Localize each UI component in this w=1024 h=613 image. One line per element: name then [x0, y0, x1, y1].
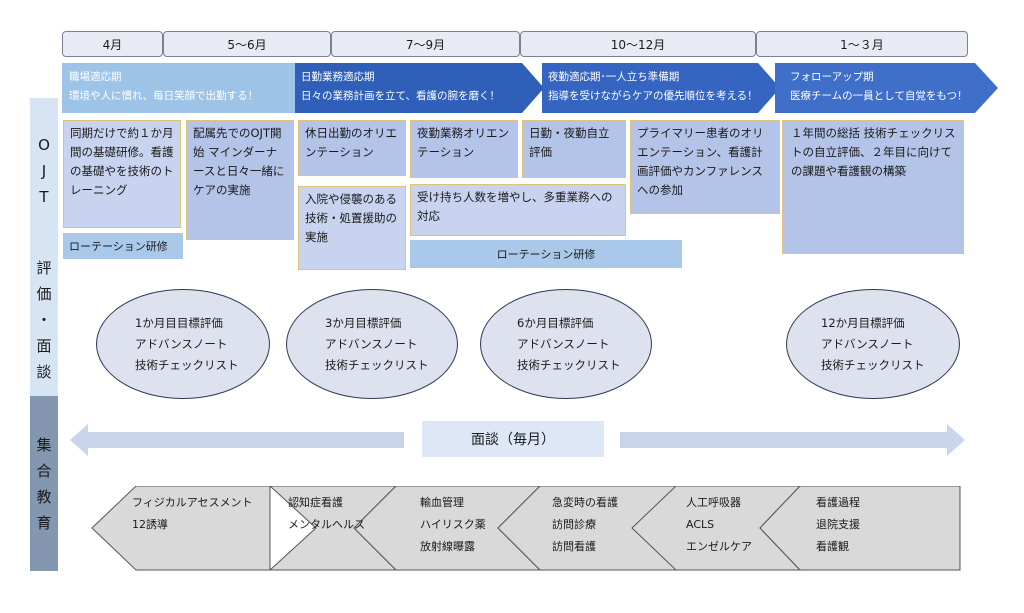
phase-2-title: 日勤業務適応期	[301, 71, 375, 83]
phase-arrow-3	[542, 63, 780, 113]
training-chevron-1	[91, 486, 271, 571]
training-group-2: 認知症看護 メンタルヘルス	[288, 492, 388, 536]
side-eval-char-3: ・	[36, 310, 52, 329]
phase-1-text: 職場適応期 環境や人に慣れ、毎日笑顔で出勤する！	[69, 68, 299, 106]
eval-3-title: 6か月目標評価	[517, 315, 594, 330]
eval-2-line2: アドバンスノート	[325, 336, 418, 351]
ojt-box-holiday-orientation: 休日出勤のオリエンテーション	[298, 120, 406, 176]
phase-3-text: 夜勤適応期･一人立ち準備期 指導を受けながらケアの優先順位を考える！	[548, 68, 778, 106]
training-item: 看護過程	[816, 496, 860, 509]
side-group-char-3: 教	[36, 487, 52, 506]
ojt-box-multiple-tasks: 受け持ち人数を増やし、多重業務への対応	[410, 184, 626, 236]
phase-arrow-2	[295, 63, 544, 113]
training-group-5: 人工呼吸器 ACLS エンゼルケア	[686, 492, 786, 558]
training-item: ACLS	[686, 518, 715, 531]
side-eval-char-4: 面	[36, 336, 52, 355]
phase-4-title: フォローアップ期	[790, 71, 874, 83]
eval-1-title: 1か月目目標評価	[135, 315, 223, 330]
training-group-1: フィジカルアセスメント 12誘導	[132, 492, 272, 536]
evaluation-ellipse-1-month: 1か月目目標評価 アドバンスノート 技術チェックリスト	[96, 289, 270, 399]
eval-4-line2: アドバンスノート	[821, 336, 914, 351]
rotation-training-bar-1: ローテーション研修	[63, 233, 183, 259]
phase-4-desc: 医療チームの一員として自覚をもつ！	[790, 90, 968, 102]
eval-3-line3: 技術チェックリスト	[517, 357, 621, 372]
side-group-char-2: 合	[36, 461, 52, 480]
ojt-box-night-orientation: 夜勤業務オリエンテーション	[410, 120, 518, 178]
training-item: フィジカルアセスメント	[132, 496, 253, 509]
side-eval-char-5: 談	[36, 362, 52, 381]
training-item: 12誘導	[132, 518, 168, 531]
side-ojt-char-2: J	[41, 161, 47, 180]
side-label-group-training: 集 合 教 育	[30, 396, 58, 571]
training-chevron-band	[91, 486, 961, 571]
month-header-jul-sep: 7～9月	[331, 31, 520, 57]
phase-arrow-4	[775, 63, 998, 113]
phase-1-desc: 環境や人に慣れ、毎日笑顔で出勤する！	[69, 90, 259, 102]
side-label-evaluation: 評 価 ・ 面 談	[30, 243, 58, 396]
phase-4-text: フォローアップ期 医療チームの一員として自覚をもつ！	[790, 68, 990, 106]
training-item: エンゼルケア	[686, 540, 752, 553]
interview-double-arrow	[70, 424, 965, 456]
training-item: 放射線曝露	[420, 540, 475, 553]
ojt-box-basic-training: 同期だけで約１か月間の基礎研修。看護の基礎やを技術のトレーニング	[63, 120, 181, 228]
training-item: 訪問診療	[552, 518, 596, 531]
interview-label: 面談（毎月）	[422, 421, 604, 457]
training-item: 人工呼吸器	[686, 496, 741, 509]
eval-1-line3: 技術チェックリスト	[135, 357, 239, 372]
eval-2-title: 3か月目標評価	[325, 315, 402, 330]
phase-1-title: 職場適応期	[69, 71, 122, 83]
training-group-4: 急変時の看護 訪問診療 訪問看護	[552, 492, 662, 558]
rotation-training-bar-2: ローテーション研修	[410, 240, 682, 268]
training-group-6: 看護過程 退院支援 看護観	[816, 492, 926, 558]
training-item: 認知症看護	[288, 496, 343, 509]
phase-3-title: 夜勤適応期･一人立ち準備期	[548, 71, 680, 83]
training-item: 看護観	[816, 540, 849, 553]
ojt-box-day-night-independence: 日勤・夜勤自立評価	[522, 120, 626, 178]
interview-arrow-left	[70, 424, 404, 456]
phase-2-desc: 日々の業務計画を立て、看護の腕を磨く！	[301, 90, 500, 102]
side-eval-char-1: 評	[36, 258, 52, 277]
interview-arrow-right	[620, 424, 965, 456]
training-chevron-4	[497, 486, 677, 571]
phase-arrow-band	[62, 63, 998, 113]
eval-1-line2: アドバンスノート	[135, 336, 228, 351]
evaluation-ellipse-3-months: 3か月目標評価 アドバンスノート 技術チェックリスト	[286, 289, 458, 399]
month-header-jan-mar: 1～３月	[756, 31, 968, 57]
eval-4-title: 12か月目標評価	[821, 315, 905, 330]
training-group-3: 輸血管理 ハイリスク薬 放射線曝露	[420, 492, 520, 558]
side-group-char-4: 育	[36, 513, 52, 532]
ojt-box-primary-patient: プライマリー患者のオリエンテーション、看護計画評価やカンファレンスへの参加	[630, 120, 780, 214]
training-item: 輸血管理	[420, 496, 464, 509]
side-ojt-char-3: T	[39, 187, 49, 206]
training-item: メンタルヘルス	[288, 518, 365, 531]
side-label-ojt: O J T	[30, 98, 58, 243]
phase-3-desc: 指導を受けながらケアの優先順位を考える！	[548, 90, 758, 102]
evaluation-ellipse-12-months: 12か月目標評価 アドバンスノート 技術チェックリスト	[786, 289, 960, 399]
training-chevron-6	[759, 486, 961, 571]
month-header-oct-dec: 10～12月	[520, 31, 756, 57]
ojt-box-ojt-start: 配属先でのOJT開始 マインダーナースと日々一緒にケアの実施	[186, 120, 294, 240]
ojt-box-annual-summary: １年間の総括 技術チェックリストの自立評価、２年目に向けての課題や看護観の構築	[782, 120, 964, 254]
training-item: 退院支援	[816, 518, 860, 531]
eval-3-line2: アドバンスノート	[517, 336, 610, 351]
phase-2-text: 日勤業務適応期 日々の業務計画を立て、看護の腕を磨く！	[301, 68, 531, 106]
training-item: 急変時の看護	[552, 496, 618, 509]
month-header-may-jun: 5～6月	[163, 31, 331, 57]
month-header-apr: 4月	[62, 31, 163, 57]
ojt-box-invasive-support: 入院や侵襲のある技術・処置援助の実施	[298, 186, 406, 270]
side-ojt-char-1: O	[38, 135, 50, 154]
evaluation-ellipse-6-months: 6か月目標評価 アドバンスノート 技術チェックリスト	[480, 289, 652, 399]
training-item: 訪問看護	[552, 540, 596, 553]
phase-arrow-1	[62, 63, 300, 113]
training-item: ハイリスク薬	[420, 518, 486, 531]
eval-4-line3: 技術チェックリスト	[821, 357, 925, 372]
side-group-char-1: 集	[36, 435, 52, 454]
side-eval-char-2: 価	[36, 284, 52, 303]
eval-2-line3: 技術チェックリスト	[325, 357, 429, 372]
